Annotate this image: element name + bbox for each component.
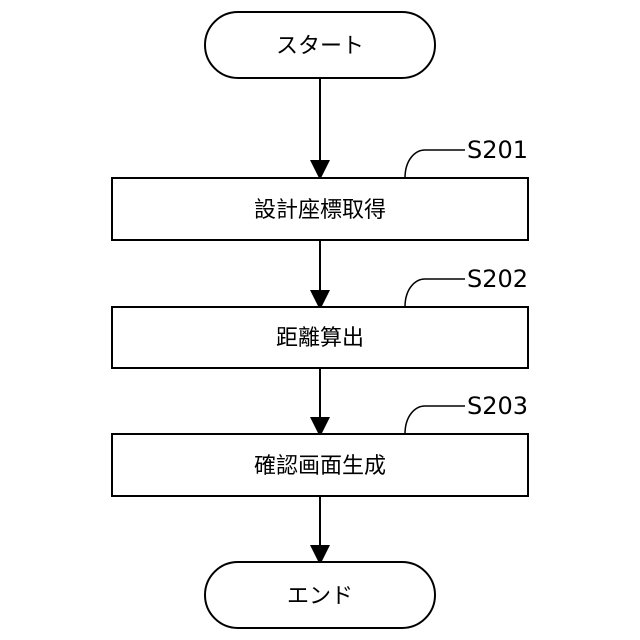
- start-terminator: スタート: [205, 12, 435, 78]
- leader-line-s201: [405, 150, 465, 178]
- leader-line-s202: [405, 279, 465, 307]
- process-label-s202: 距離算出: [276, 326, 364, 351]
- end-terminator: エンド: [205, 562, 435, 628]
- process-label-s203: 確認画面生成: [254, 454, 386, 479]
- step-id-s201: S201: [467, 136, 528, 164]
- start-label: スタート: [276, 34, 364, 59]
- end-label: エンド: [287, 584, 353, 609]
- process-label-s201: 設計座標取得: [254, 198, 386, 223]
- step-id-s202: S202: [467, 265, 528, 293]
- step-id-s203: S203: [467, 392, 528, 420]
- leader-line-s203: [405, 406, 465, 434]
